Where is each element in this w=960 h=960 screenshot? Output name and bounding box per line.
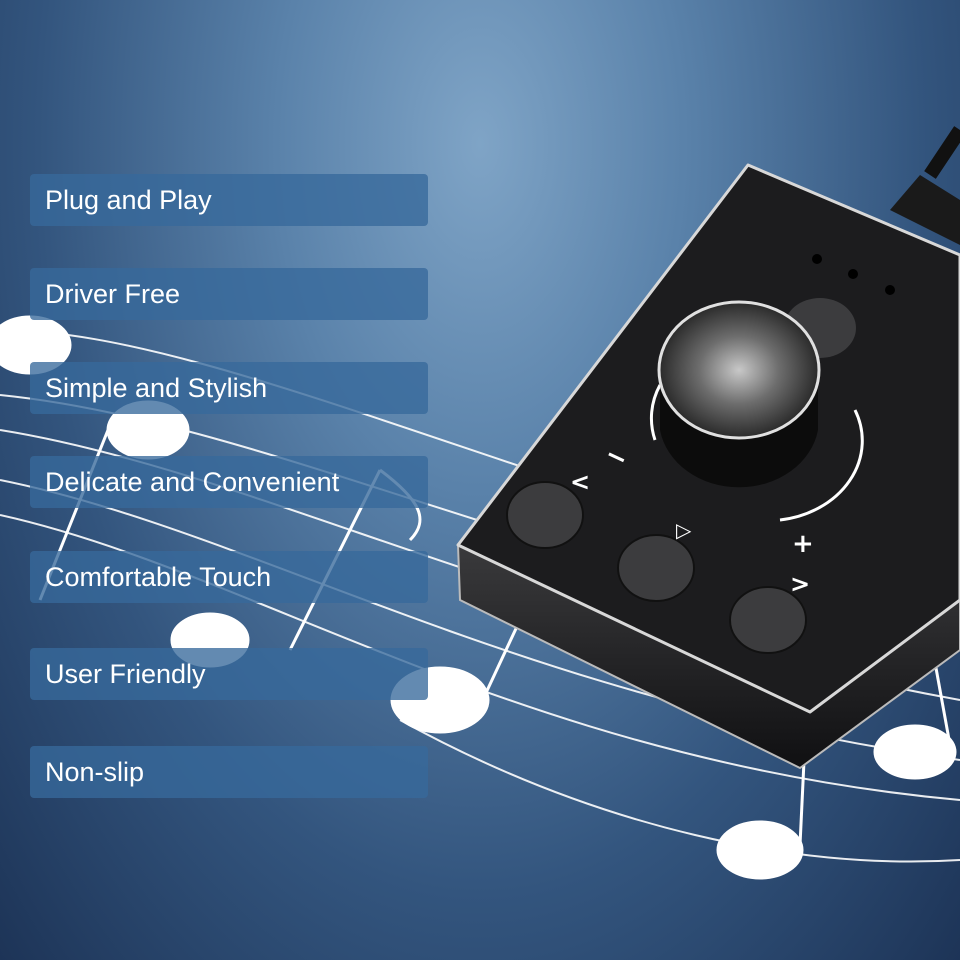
previous-button[interactable]	[506, 481, 584, 549]
feature-label-user-friendly: User Friendly	[30, 648, 428, 700]
next-marking: >	[790, 570, 810, 598]
usb-cable	[890, 126, 960, 245]
feature-label-driver-free: Driver Free	[30, 268, 428, 320]
feature-label-non-slip: Non-slip	[30, 746, 428, 798]
feature-label-simple-and-stylish: Simple and Stylish	[30, 362, 428, 414]
volume-controller-device: − + < > ▷	[456, 163, 960, 770]
play-marking: ▷	[676, 518, 692, 542]
volume-knob[interactable]	[657, 300, 821, 488]
feature-label-plug-and-play: Plug and Play	[30, 174, 428, 226]
play-pause-button[interactable]	[617, 534, 695, 602]
previous-marking: <	[570, 468, 590, 496]
feature-label-comfortable-touch: Comfortable Touch	[30, 551, 428, 603]
next-button[interactable]	[729, 586, 807, 654]
feature-label-delicate-and-convenient: Delicate and Convenient	[30, 456, 428, 508]
volume-up-marking: +	[792, 529, 814, 559]
